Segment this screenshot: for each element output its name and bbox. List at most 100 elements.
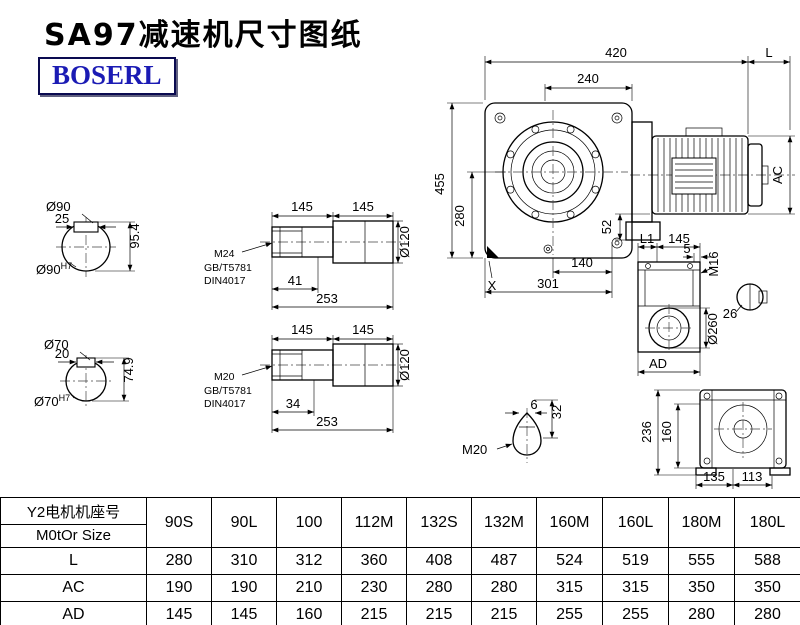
table-cell: 100: [276, 497, 342, 548]
table-cell: 555: [668, 547, 735, 575]
technical-drawing: 420 L 240 455 280 52 AC 1: [34, 45, 795, 489]
table-cell: 145: [211, 601, 277, 625]
table-cell: 310: [211, 547, 277, 575]
table-cell: 160L: [602, 497, 669, 548]
dim-dia-120a: Ø120: [397, 226, 412, 258]
table-cell: 255: [602, 601, 669, 625]
table-cell: 524: [536, 547, 603, 575]
table-cell: 190: [211, 574, 277, 602]
label-x: X: [488, 278, 497, 293]
dim-dia-260: Ø260: [705, 313, 720, 345]
dim-AC: AC: [770, 166, 785, 184]
bore-label-90: Ø90H7: [36, 261, 72, 277]
table-cell: 180L: [734, 497, 800, 548]
table-cell: 280: [146, 547, 212, 575]
table-cell: 280: [406, 574, 472, 602]
table-cell: 280: [471, 574, 537, 602]
x-marker: [487, 246, 499, 258]
dim-52: 52: [599, 220, 614, 234]
table-cell: 230: [341, 574, 407, 602]
dim-140: 140: [571, 255, 593, 270]
standard-din: DIN4017: [204, 398, 246, 410]
keyway-detail: M20 6 32: [462, 397, 564, 463]
table-cell: 312: [276, 547, 342, 575]
table-cell: 408: [406, 547, 472, 575]
table-cell: 280: [668, 601, 735, 625]
rear-foot-left: [695, 467, 717, 476]
table-cell: 350: [668, 574, 735, 602]
shaft-section-small: Ø70 20 74.9 Ø70H7: [34, 337, 136, 409]
main-view: [484, 102, 795, 279]
thread-label-m20: M20: [214, 371, 235, 383]
dim-AD: AD: [649, 356, 667, 371]
dim-145b: 145: [352, 199, 374, 214]
table-row-L: L 280 310 312 360 408 487 524 519 555 58…: [0, 547, 800, 575]
table-cell: 90S: [146, 497, 212, 548]
dim-34: 34: [286, 396, 300, 411]
table-cell: 315: [536, 574, 603, 602]
bore-label-70: Ø70H7: [34, 393, 70, 409]
table-cell: 145: [146, 601, 212, 625]
table-cell: 487: [471, 547, 537, 575]
header-label-en: M0tOr Size: [1, 524, 146, 547]
table-cell: 350: [734, 574, 800, 602]
dim-41: 41: [288, 273, 302, 288]
table-cell: 90L: [211, 497, 277, 548]
table-cell: 360: [341, 547, 407, 575]
dim-145a: 145: [291, 199, 313, 214]
dim-135: 135: [703, 469, 725, 484]
dim-26: 26: [723, 306, 737, 321]
table-cell: 215: [341, 601, 407, 625]
standard-gb: GB/T5781: [204, 262, 252, 274]
dim-160: 160: [659, 421, 674, 443]
table-cell: 588: [734, 547, 800, 575]
row-label: AC: [0, 574, 147, 602]
dim-25: 25: [55, 211, 69, 226]
table-cell: 132M: [471, 497, 537, 548]
rear-view: 236 160 135 113: [639, 389, 791, 489]
table-cell: 180M: [668, 497, 735, 548]
dim-L: L: [765, 45, 772, 60]
shaft-section-large: Ø90 25 95.4 Ø90H7: [36, 199, 142, 277]
table-cell: 160: [276, 601, 342, 625]
dimension-table: Y2电机机座号 M0tOr Size 90S 90L 100 112M 132S…: [0, 497, 800, 625]
table-cell: 255: [536, 601, 603, 625]
table-cell: 190: [146, 574, 212, 602]
table-cell: 210: [276, 574, 342, 602]
header-label-cn: Y2电机机座号: [26, 504, 121, 521]
table-cell: 215: [471, 601, 537, 625]
dia-label-70: Ø70: [44, 337, 69, 352]
table-row-AC: AC 190 190 210 230 280 280 315 315 350 3…: [0, 574, 800, 602]
output-shaft-small: 145 145 M20 GB/T5781 DIN4017 34 253 Ø12: [204, 322, 412, 433]
shaft-body-large-dia: [332, 220, 394, 264]
dim-253b: 253: [316, 414, 338, 429]
thread-label-m24: M24: [214, 248, 235, 260]
rear-foot-right: [769, 467, 791, 476]
dim-420: 420: [605, 45, 627, 60]
table-cell: 112M: [341, 497, 407, 548]
dim-5: 5: [683, 241, 690, 256]
dim-301: 301: [537, 276, 559, 291]
dim-145d: 145: [352, 322, 374, 337]
table-cell: 280: [734, 601, 800, 625]
dim-145e: 145: [668, 231, 690, 246]
keyway-slot: [73, 221, 99, 233]
dim-280: 280: [452, 205, 467, 227]
side-view: L1 145 5 M16 Ø260 26: [637, 231, 768, 376]
side-view-body: [637, 261, 701, 353]
thread-label-m20-detail: M20: [462, 442, 487, 457]
table-cell: 519: [602, 547, 669, 575]
dim-32: 32: [549, 405, 564, 419]
dim-113: 113: [742, 469, 763, 484]
main-view-dimensions: 420 L 240 455 280 52 AC 1: [432, 45, 795, 298]
thread-label-m16: M16: [706, 251, 721, 276]
dim-145c: 145: [291, 322, 313, 337]
motor-flange: [631, 121, 653, 223]
motor-foot: [625, 221, 661, 241]
standard-din: DIN4017: [204, 275, 246, 287]
table-cell: 215: [406, 601, 472, 625]
dim-236: 236: [639, 421, 654, 443]
page-title: SA97减速机尺寸图纸: [44, 18, 363, 53]
standard-gb: GB/T5781: [204, 385, 252, 397]
table-row-AD: AD 145 145 160 215 215 215 255 255 280 2…: [0, 601, 800, 625]
